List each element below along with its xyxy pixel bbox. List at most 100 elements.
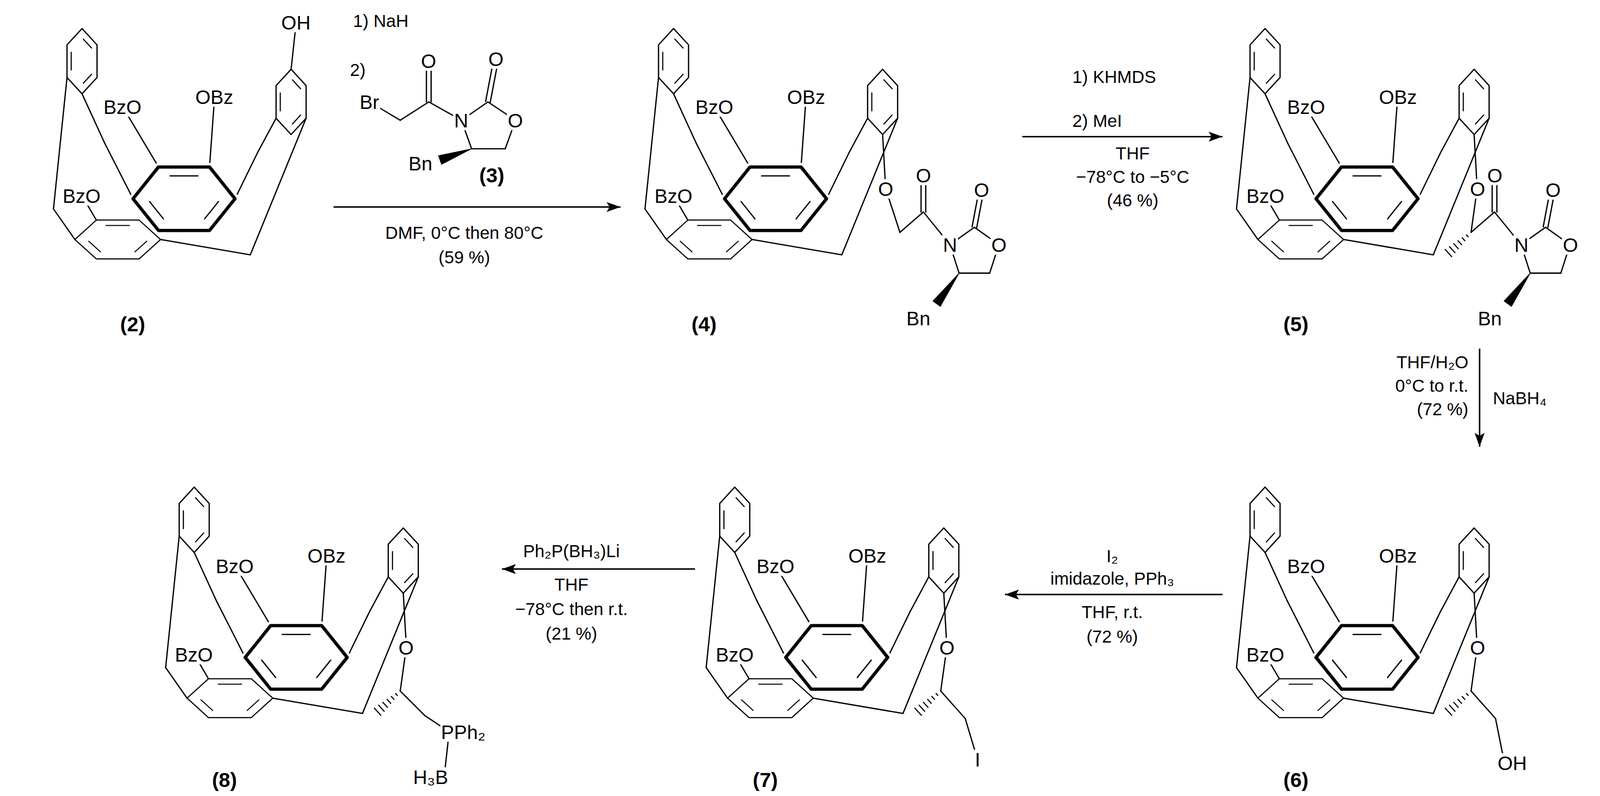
bond-line [1466, 235, 1469, 237]
bond-line [915, 708, 922, 716]
compound-number: (7) [752, 770, 779, 791]
atom-label: O [938, 638, 956, 658]
atom-label: BzO [694, 97, 735, 117]
ring-bond [785, 626, 888, 690]
bond-line [83, 39, 92, 48]
bond-line [106, 225, 130, 226]
bond-line [645, 209, 667, 240]
reaction-condition: (72 %) [1416, 400, 1470, 418]
bond-line [726, 241, 738, 252]
bond-line [673, 94, 696, 143]
atom-label: BzO [102, 97, 143, 117]
reaction-condition: THF/H₂O [1395, 353, 1470, 371]
bond-line [1453, 702, 1458, 708]
bond-line [884, 80, 892, 89]
atom-label: BzO [653, 186, 694, 206]
bond-line [741, 201, 755, 219]
reaction-condition: THF, r.t. [1080, 603, 1144, 621]
compound-number: (8) [211, 770, 238, 791]
bond-line [736, 498, 744, 507]
bond-line [1332, 660, 1347, 678]
ring-bond [1258, 679, 1344, 718]
reaction-condition: (59 %) [437, 248, 491, 266]
bond-line [378, 705, 384, 712]
reaction-condition: 1) NaH [352, 11, 410, 29]
bond-line [209, 97, 215, 167]
ring-bond [785, 626, 888, 690]
bond-line [945, 539, 953, 548]
atom-label: BzO [1245, 186, 1286, 206]
atom-label: O [1469, 638, 1486, 658]
ring-bond [1258, 220, 1344, 259]
compound-structure: BzOOBzBzOOOH(6) [1229, 454, 1536, 791]
bond-line [88, 241, 100, 252]
bond-line [1289, 225, 1313, 226]
bond-line [842, 118, 898, 255]
bond-line [910, 577, 929, 612]
atom-label: OBz [1378, 546, 1418, 566]
bond-line [400, 691, 425, 716]
bond-line [1353, 175, 1381, 177]
reaction-condition: DMF, 0°C then 80°C [384, 224, 545, 242]
atom-label: O [990, 235, 1008, 255]
atom-label: BzO [1286, 556, 1326, 576]
bond-line [1387, 201, 1402, 219]
bond-line [135, 241, 147, 252]
bond-line [392, 552, 393, 570]
bond-line [1471, 691, 1496, 719]
ring-bond [245, 626, 347, 690]
atom-label: BzO [714, 645, 755, 665]
bond-line [752, 239, 842, 255]
atom-label: O [397, 638, 415, 658]
ring-bond [1316, 626, 1418, 690]
reaction-condition: Ph₂P(BH₃)Li [522, 542, 621, 560]
bond-line [936, 694, 938, 696]
bond-line [1343, 698, 1433, 714]
bond-line [1418, 612, 1441, 658]
bond-line [813, 698, 903, 714]
wedge-bond [1504, 273, 1530, 307]
bond-line [1475, 539, 1484, 548]
bond-line [757, 601, 786, 658]
compound-number: (3) [478, 165, 506, 186]
bond-line [1462, 697, 1465, 700]
ring-bond [929, 528, 959, 594]
bond-line [1449, 246, 1455, 253]
bond-line [675, 39, 683, 48]
bond-line [53, 209, 75, 240]
bond-line [903, 577, 959, 714]
bond-line [1440, 118, 1459, 153]
atom-label: OBz [786, 87, 826, 107]
bond-line [383, 702, 388, 708]
bond-line [250, 118, 307, 255]
atom-label: BzO [1245, 645, 1286, 665]
bond-line [1253, 52, 1255, 71]
reaction-condition: imidazole, PPh₃ [1049, 570, 1176, 588]
bond-line [932, 552, 934, 570]
bond-line [1287, 601, 1316, 658]
bond-line [1440, 577, 1459, 612]
bond-line [1265, 553, 1288, 602]
ring-bond [187, 679, 273, 718]
bond-line [261, 660, 276, 678]
atom-label: O [1544, 180, 1562, 200]
compound-number: (5) [1282, 314, 1310, 335]
ring-bond [276, 69, 306, 135]
bond-line [1462, 93, 1464, 111]
bond-line [734, 553, 757, 602]
atom-label: Bn [905, 308, 932, 328]
bond-line [900, 212, 924, 233]
compound-structure: BrONOOBn(3) [347, 41, 541, 194]
bond-line [1475, 115, 1484, 124]
bond-line [183, 511, 184, 529]
atom-label: O [1562, 235, 1579, 255]
bond-line [195, 533, 204, 543]
bond-line [823, 634, 851, 636]
bond-line [82, 94, 105, 143]
compound-structure: BzOOBzBzOOPPh₂H₃B(8) [158, 454, 495, 791]
atom-label: OBz [194, 87, 235, 107]
bond-line [1458, 241, 1462, 245]
ring-bond [666, 220, 752, 259]
bond-line [1266, 74, 1275, 84]
